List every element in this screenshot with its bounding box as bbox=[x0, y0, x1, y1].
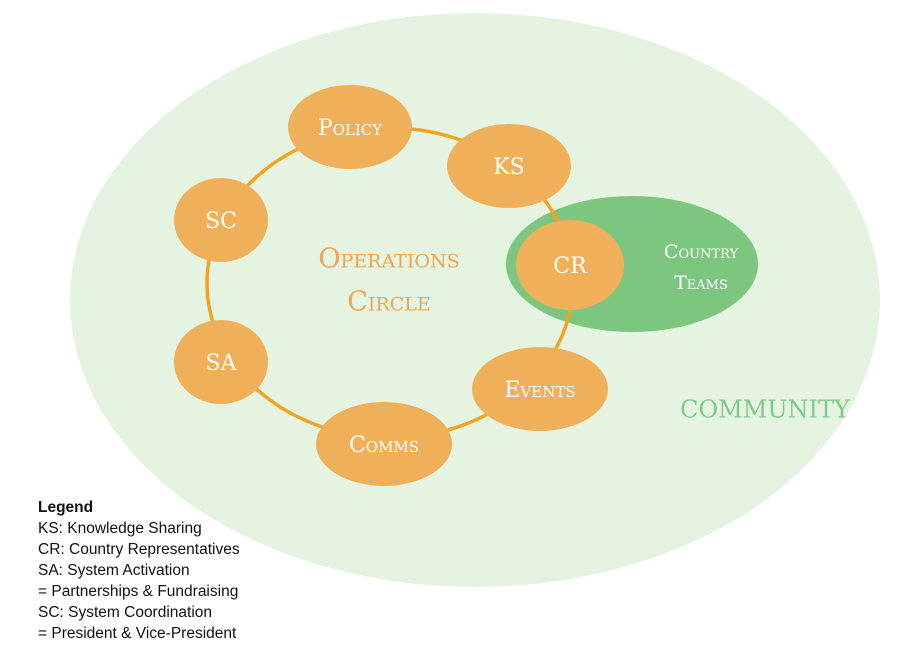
legend-item: = Partnerships & Fundraising bbox=[38, 583, 239, 600]
node-sa: SA bbox=[174, 320, 268, 404]
node-sc: SC bbox=[174, 178, 268, 262]
operations-circle-label-line1: Operations bbox=[318, 244, 459, 275]
node-sa-label: SA bbox=[206, 351, 238, 376]
legend-item: CR: Country Representatives bbox=[38, 541, 240, 558]
node-ks-label: KS bbox=[493, 155, 525, 180]
legend: Legend KS: Knowledge Sharing CR: Country… bbox=[38, 497, 240, 644]
node-events-label: Events bbox=[504, 378, 575, 403]
legend-item: SA: System Activation bbox=[38, 562, 190, 579]
node-comms-label: Comms bbox=[349, 433, 419, 458]
node-ks-shape bbox=[447, 124, 571, 208]
node-events-shape bbox=[472, 347, 608, 431]
node-policy-shape bbox=[288, 85, 412, 169]
country-teams-label-line2: Teams bbox=[674, 272, 728, 294]
community-label: COMMUNITY bbox=[680, 396, 851, 424]
node-sa-shape bbox=[174, 320, 268, 404]
legend-title: Legend bbox=[38, 499, 94, 516]
legend-item: SC: System Coordination bbox=[38, 604, 213, 621]
operations-circle-label-line2: Circle bbox=[347, 287, 431, 318]
node-policy: Policy bbox=[288, 85, 412, 169]
node-sc-shape bbox=[174, 178, 268, 262]
node-comms-shape bbox=[316, 402, 452, 486]
legend-item: KS: Knowledge Sharing bbox=[38, 520, 202, 537]
node-ks: KS bbox=[447, 124, 571, 208]
node-events: Events bbox=[472, 347, 608, 431]
node-comms: Comms bbox=[316, 402, 452, 486]
node-cr: CR bbox=[516, 220, 624, 310]
legend-item: = President & Vice-President bbox=[38, 625, 237, 642]
node-cr-label: CR bbox=[553, 254, 588, 279]
node-cr-shape bbox=[516, 220, 624, 310]
node-policy-label: Policy bbox=[318, 116, 383, 141]
node-sc-label: SC bbox=[205, 209, 237, 234]
community-ellipse bbox=[70, 13, 880, 587]
country-teams-label-line1: Country bbox=[664, 241, 739, 263]
